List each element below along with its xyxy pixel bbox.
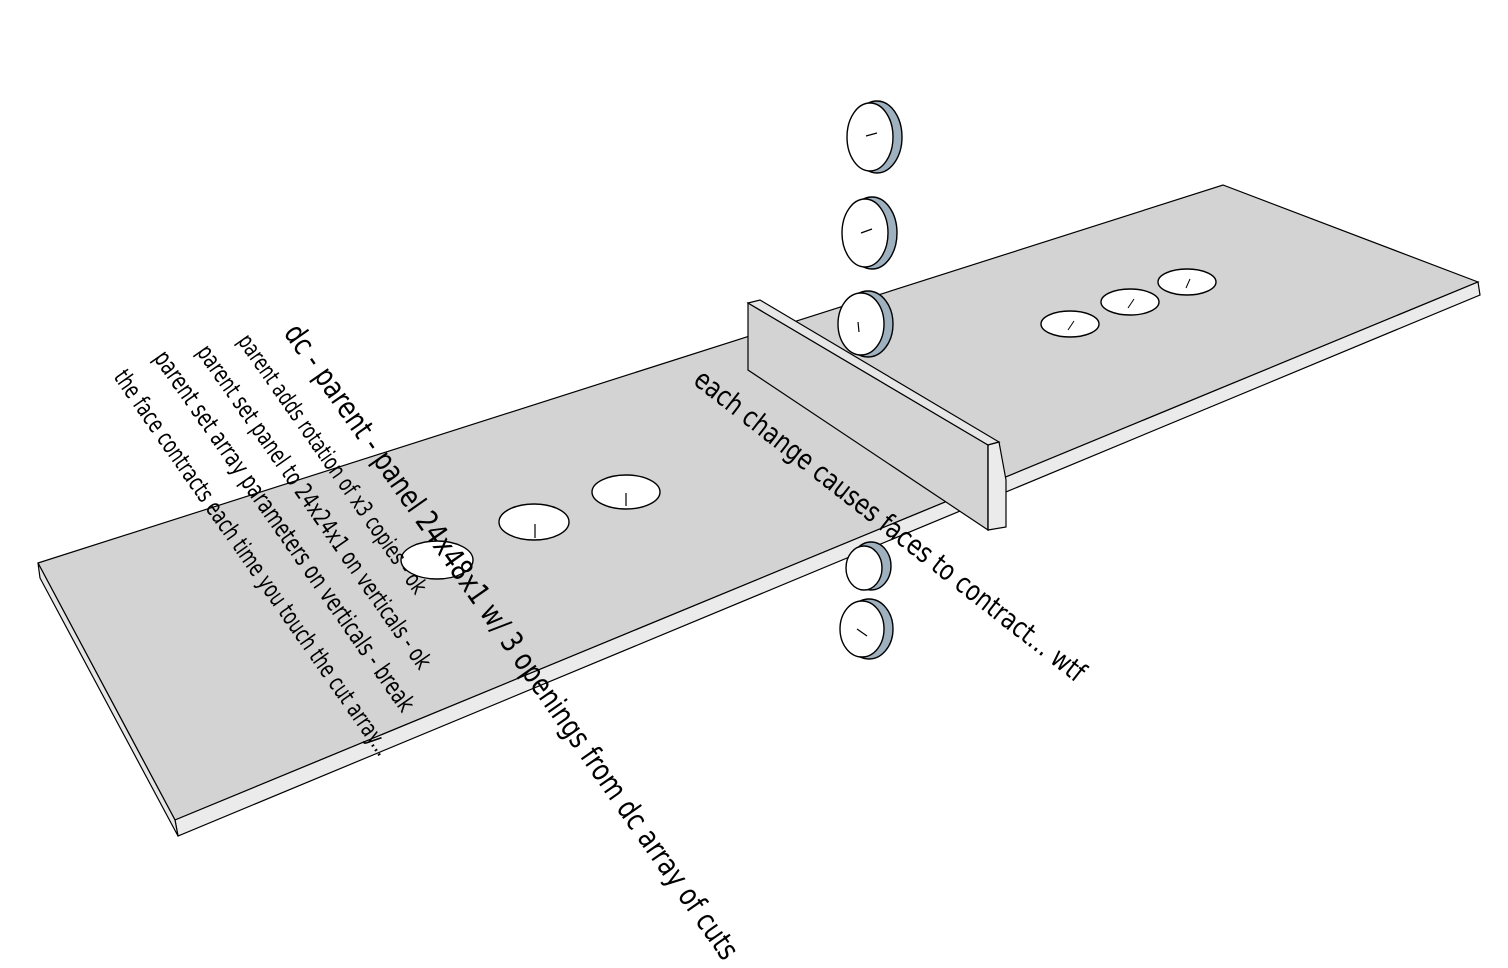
cut-array-rings — [837, 100, 903, 660]
panel-left-edge — [37, 562, 179, 837]
ring-cutter — [841, 196, 898, 270]
opening-hole — [591, 474, 661, 510]
opening-hole — [498, 503, 570, 541]
ring-cutter — [845, 541, 892, 591]
ring-cutter — [839, 598, 894, 660]
ring-cutter — [846, 100, 903, 174]
left-openings — [400, 474, 661, 580]
opening-hole — [1157, 268, 1217, 296]
vertical-panel — [746, 299, 1007, 532]
opening-hole — [1040, 310, 1100, 338]
opening-hole — [400, 540, 474, 580]
ring-cutter — [837, 290, 894, 358]
horizontal-panel — [37, 184, 1481, 837]
opening-hole — [1100, 288, 1160, 316]
right-openings — [1040, 268, 1217, 338]
